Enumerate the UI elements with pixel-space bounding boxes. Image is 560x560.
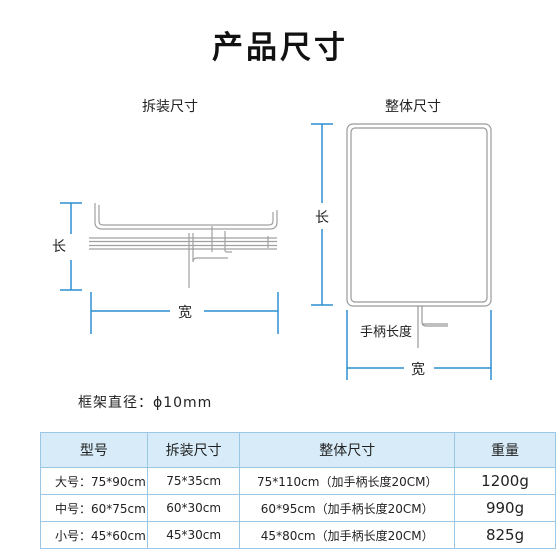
cell-assembled: 60*95cm（加手柄长度20CM） bbox=[239, 494, 456, 522]
disassembled-frame-parts bbox=[89, 203, 278, 288]
handle bbox=[417, 306, 448, 348]
cell-weight: 1200g bbox=[454, 467, 556, 495]
header-assembled: 整体尺寸 bbox=[239, 432, 456, 468]
assembled-heading: 整体尺寸 bbox=[385, 99, 441, 115]
assembled-length-label: 长 bbox=[315, 210, 329, 226]
frame-diameter-note: 框架直径：ϕ10mm bbox=[78, 395, 213, 411]
disassembled-width-label: 宽 bbox=[178, 305, 192, 321]
assembled-width-label: 宽 bbox=[411, 362, 425, 378]
header-model: 型号 bbox=[40, 432, 148, 468]
cell-disassembled: 45*30cm bbox=[146, 521, 241, 549]
table-row: 大号：75*90cm 75*35cm 75*110cm（加手柄长度20CM） 1… bbox=[40, 467, 556, 495]
disassembled-length-dimension bbox=[60, 202, 82, 291]
spec-table: 型号 拆装尺寸 整体尺寸 重量 大号：75*90cm 75*35cm 75*11… bbox=[40, 432, 556, 549]
cell-model: 中号：60*75cm bbox=[40, 494, 148, 522]
header-disassembled: 拆装尺寸 bbox=[146, 432, 241, 468]
disassembled-width-dimension bbox=[90, 292, 279, 334]
header-weight: 重量 bbox=[454, 432, 556, 468]
page-title: 产品尺寸 bbox=[212, 30, 348, 66]
table-header-row: 型号 拆装尺寸 整体尺寸 重量 bbox=[40, 432, 556, 468]
cell-disassembled: 60*30cm bbox=[146, 494, 241, 522]
cell-weight: 825g bbox=[454, 521, 556, 549]
table-row: 中号：60*75cm 60*30cm 60*95cm（加手柄长度20CM） 99… bbox=[40, 494, 556, 522]
dimension-diagram bbox=[60, 123, 492, 380]
disassembled-length-label: 长 bbox=[52, 239, 66, 255]
cell-assembled: 75*110cm（加手柄长度20CM） bbox=[239, 467, 456, 495]
cell-model: 大号：75*90cm bbox=[40, 467, 148, 495]
cell-model: 小号：45*60cm bbox=[40, 521, 148, 549]
assembled-frame bbox=[346, 123, 492, 307]
cell-disassembled: 75*35cm bbox=[146, 467, 241, 495]
cell-assembled: 45*80cm（加手柄长度20CM） bbox=[239, 521, 456, 549]
disassembled-heading: 拆装尺寸 bbox=[142, 99, 198, 115]
handle-length-label: 手柄长度 bbox=[358, 321, 415, 340]
assembled-width-dimension bbox=[346, 310, 492, 380]
table-row: 小号：45*60cm 45*30cm 45*80cm（加手柄长度20CM） 82… bbox=[40, 521, 556, 549]
cell-weight: 990g bbox=[454, 494, 556, 522]
assembled-length-dimension bbox=[311, 123, 333, 306]
